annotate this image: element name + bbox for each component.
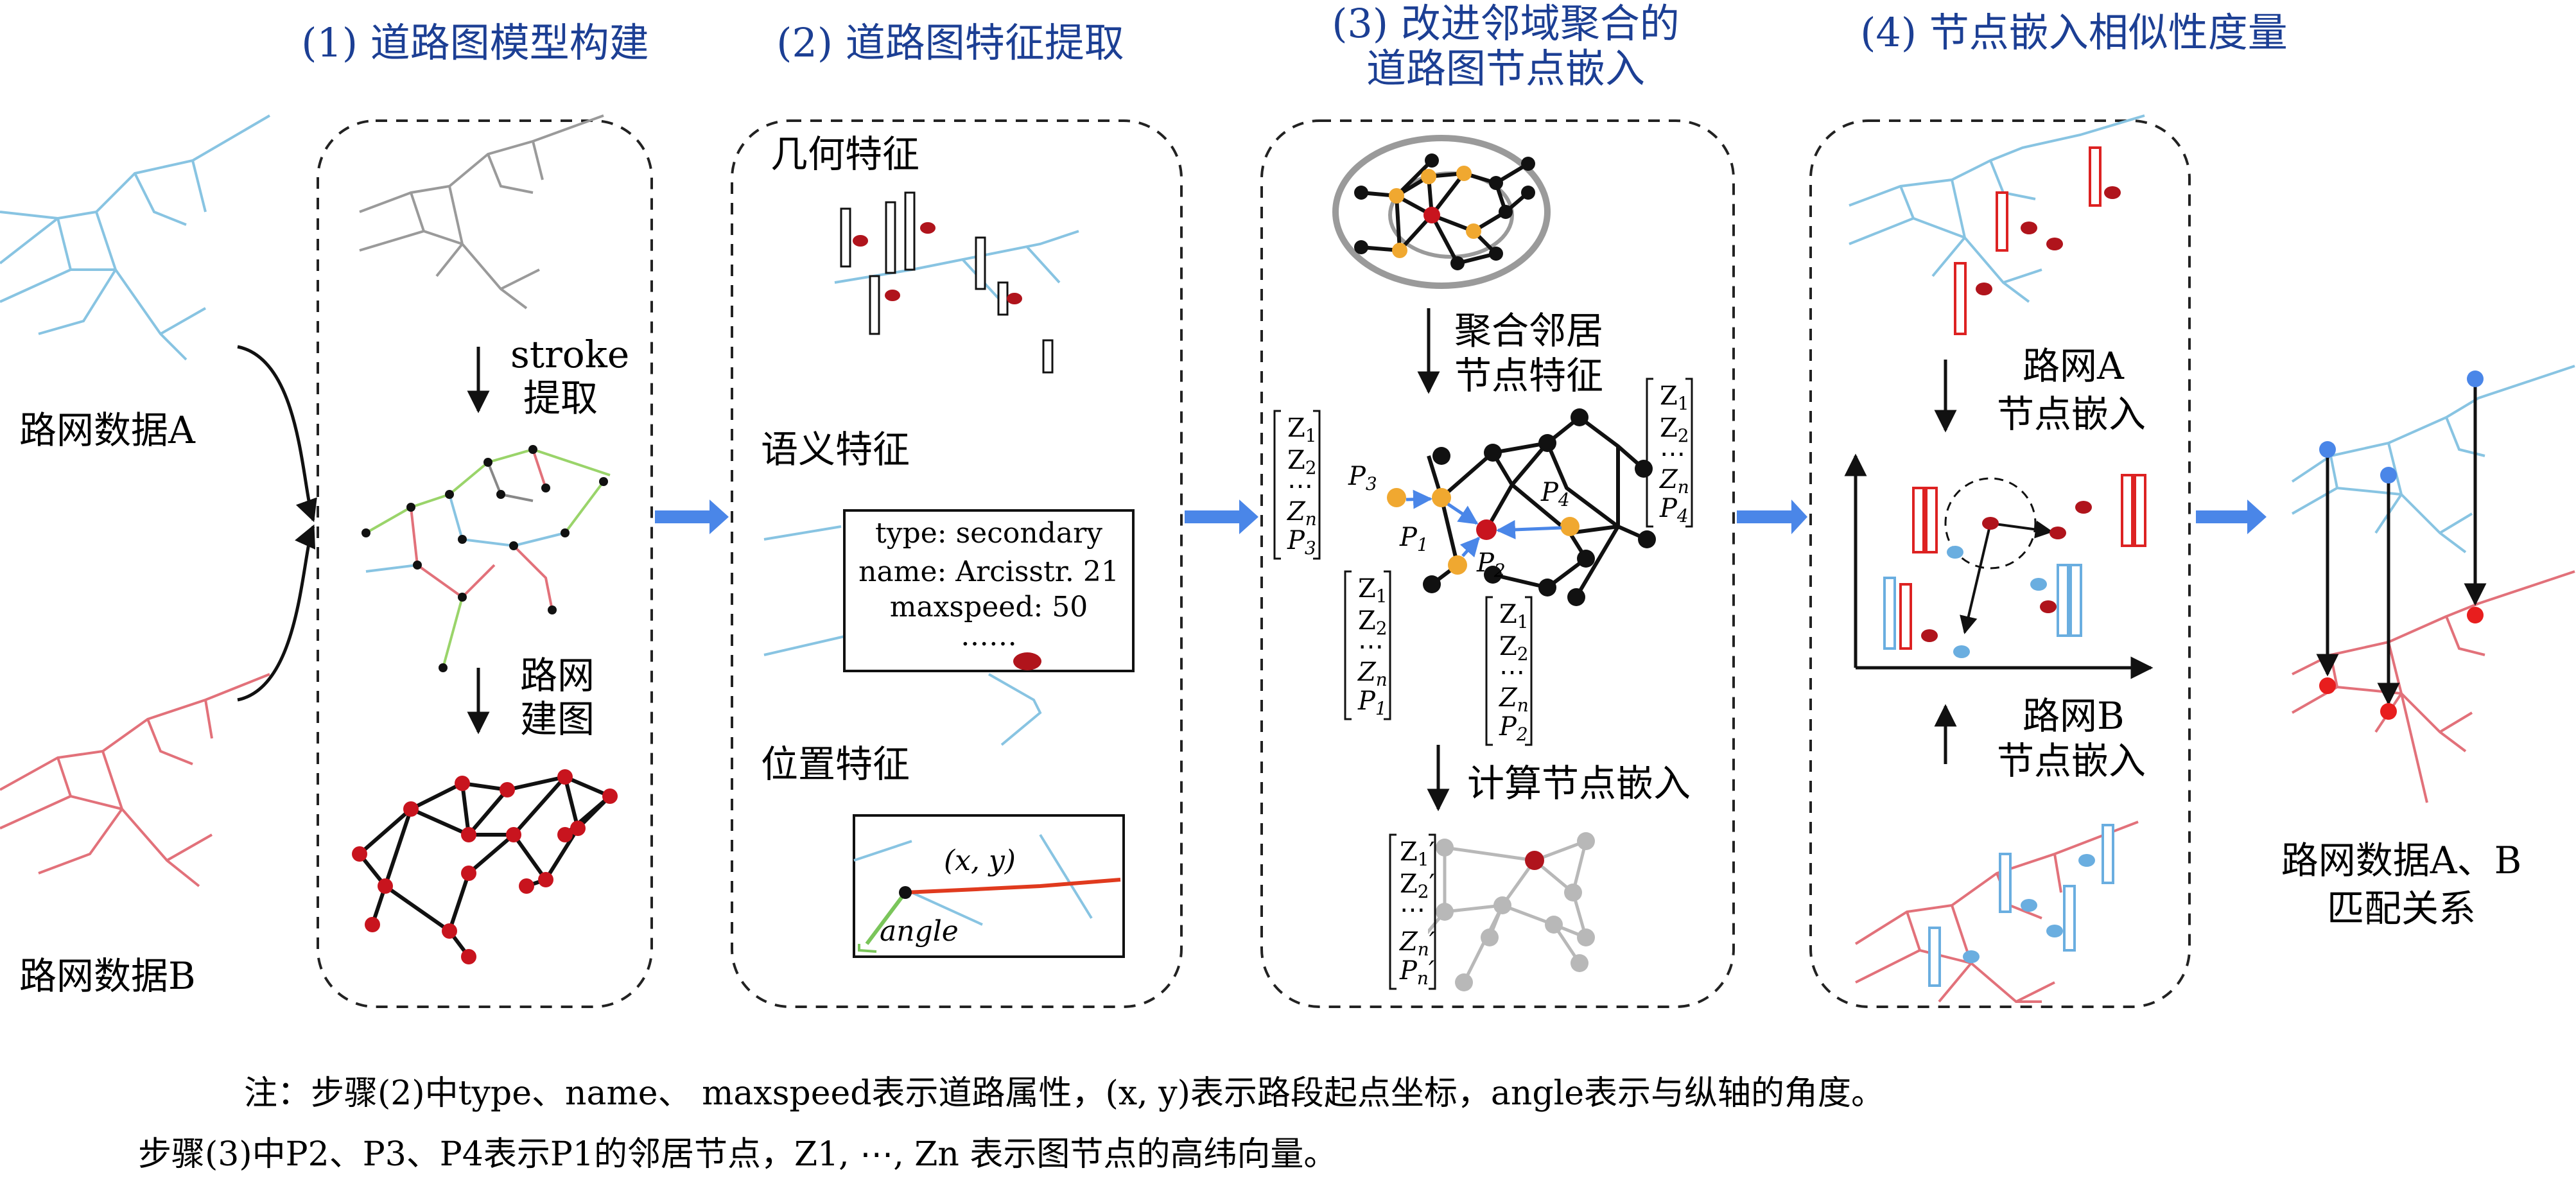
- match-nodes: [2319, 370, 2484, 720]
- flow-arrows: [655, 500, 2267, 534]
- panel1-stroke-nodes: [361, 445, 608, 672]
- road-network-b: [0, 673, 270, 887]
- road-network-a: [0, 114, 271, 361]
- svg-text:Z1′: Z1′: [1400, 837, 1435, 870]
- attr-more: ……: [961, 620, 1017, 652]
- svg-text:Z2: Z2: [1358, 606, 1388, 639]
- svg-text:P1: P1: [1357, 686, 1387, 719]
- svg-text:⋯: ⋯: [1358, 632, 1384, 661]
- output-label-1: 路网数据A、B: [2281, 839, 2522, 882]
- attr-type: type: secondary: [875, 517, 1102, 550]
- panel2-frame: [731, 119, 1183, 1008]
- svg-text:P3: P3: [1287, 526, 1316, 559]
- svg-text:Z2: Z2: [1660, 414, 1689, 446]
- vector-z-bottom-1: [1344, 570, 1391, 720]
- coord-label: (x, y): [944, 844, 1016, 877]
- vector-z-bottom-2: [1485, 596, 1533, 746]
- step3-title-line1: (3) 改进邻域聚合的: [1332, 0, 1680, 47]
- svg-text:⋯: ⋯: [1660, 439, 1685, 469]
- input-b-arrow: [237, 524, 316, 702]
- svg-text:Zn: Zn: [1658, 465, 1689, 498]
- position-feature-illustration: [853, 814, 1125, 958]
- emb-a-label-1: 路网A: [2023, 344, 2125, 388]
- p-node-labels: P3 P1 P2 P4: [1348, 462, 1570, 581]
- panel1-road-graph: [352, 769, 618, 964]
- neighborhood-graph: [1332, 135, 1551, 289]
- z-vector-labels: Z1 Z2 ⋯ Zn P3 Z1 Z2 ⋯ Zn P4 Z1 Z2 ⋯ Zn P…: [1286, 381, 1689, 745]
- svg-text:P1: P1: [1399, 523, 1429, 555]
- graph-label-1: 路网: [520, 654, 595, 697]
- stroke-label-2: 提取: [523, 376, 598, 420]
- svg-text:P3: P3: [1348, 462, 1377, 494]
- emb-b-label-1: 路网B: [2023, 694, 2125, 738]
- step2-title: (2) 道路图特征提取: [776, 19, 1124, 66]
- semantic-feature-illustration: [763, 509, 1135, 746]
- svg-text:Pn′: Pn′: [1399, 956, 1434, 989]
- svg-text:Z2: Z2: [1287, 446, 1317, 478]
- angle-label: angle: [880, 915, 959, 948]
- semantic-feature-label: 语义特征: [761, 428, 910, 471]
- svg-text:⋯: ⋯: [1287, 471, 1313, 501]
- panel4-road-b: [1854, 821, 2139, 1003]
- compute-label: 计算节点嵌入: [1467, 762, 1691, 805]
- svg-text:Zn: Zn: [1286, 497, 1317, 530]
- aggregate-label-1: 聚合邻居: [1454, 309, 1603, 353]
- svg-text:Z1: Z1: [1287, 414, 1317, 446]
- note-line-2: 步骤(3)中P2、P3、P4表示P1的邻居节点，Z1, ⋯, Zn 表示图节点的…: [138, 1135, 1337, 1174]
- position-feature-label: 位置特征: [761, 742, 910, 786]
- svg-text:Zn: Zn: [1498, 683, 1529, 716]
- emb-b-label-2: 节点嵌入: [1997, 739, 2146, 783]
- attr-name: name: Arcisstr. 21: [858, 555, 1119, 588]
- svg-text:Z1: Z1: [1358, 574, 1388, 607]
- graph-label-2: 建图: [520, 697, 595, 741]
- svg-text:Z2′: Z2′: [1400, 869, 1435, 902]
- embedding-space: [1844, 453, 2154, 679]
- geometric-feature-illustration: [834, 191, 1079, 374]
- svg-text:Z1: Z1: [1660, 381, 1689, 414]
- vector-z-right: [1646, 378, 1693, 528]
- vector-z-left: [1273, 410, 1321, 560]
- svg-text:P2: P2: [1499, 712, 1528, 745]
- input-a-label: 路网数据A: [19, 408, 196, 452]
- panel1-frame: [317, 119, 653, 1008]
- svg-text:Zn: Zn: [1357, 657, 1388, 690]
- input-a-arrow: [237, 345, 317, 523]
- svg-text:P4: P4: [1659, 494, 1689, 527]
- step1-title: (1) 道路图模型构建: [301, 19, 649, 66]
- emb-a-label-2: 节点嵌入: [1997, 392, 2146, 436]
- stroke-label-1: stroke: [510, 333, 629, 376]
- svg-text:P4: P4: [1540, 478, 1570, 510]
- embedding-vector-labels: Z1′ Z2′ ⋯ Zn′ Pn′: [1398, 837, 1435, 989]
- svg-text:⋯: ⋯: [1400, 895, 1425, 925]
- output-road-a: [2291, 365, 2575, 553]
- geometric-feature-label: 几何特征: [770, 132, 919, 176]
- match-arrows: [2316, 379, 2487, 706]
- note-line-1: 注：步骤(2)中type、name、 maxspeed表示道路属性，(x, y)…: [244, 1074, 1884, 1113]
- input-b-label: 路网数据B: [19, 954, 196, 998]
- panel4-road-a: [1849, 114, 2145, 335]
- step3-title-line2: 道路图节点嵌入: [1366, 45, 1645, 92]
- panel3-frame: [1260, 119, 1735, 1008]
- output-label-2: 匹配关系: [2327, 887, 2476, 930]
- svg-text:Zn′: Zn′: [1398, 927, 1435, 960]
- svg-text:⋯: ⋯: [1499, 657, 1525, 687]
- svg-text:Z1: Z1: [1499, 600, 1529, 632]
- svg-text:P2: P2: [1476, 548, 1506, 581]
- panel1-stroke-lines: [365, 448, 611, 668]
- aggregation-graph: [1387, 408, 1656, 606]
- svg-text:Z2: Z2: [1499, 632, 1529, 665]
- step4-title: (4) 节点嵌入相似性度量: [1860, 9, 2288, 56]
- panel4-frame: [1809, 119, 2191, 1008]
- panel1-gray-roads: [359, 114, 604, 309]
- embedding-graph: [1389, 832, 1595, 991]
- aggregate-label-2: 节点特征: [1454, 354, 1603, 397]
- attr-maxspeed: maxspeed: 50: [890, 591, 1088, 623]
